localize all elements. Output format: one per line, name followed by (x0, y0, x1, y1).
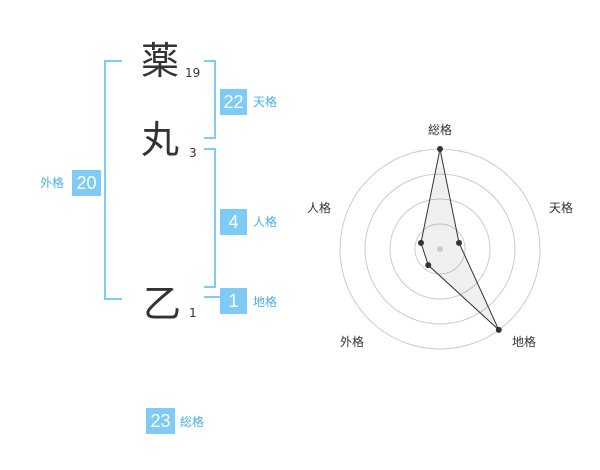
gaikaku-label: 外格 (40, 176, 65, 190)
stroke-count-1: 19 (185, 66, 201, 80)
jinkaku-value: 4 (220, 209, 247, 235)
radar-point-3 (495, 326, 502, 333)
radar-point-4 (425, 262, 432, 269)
gaikaku-bracket (104, 60, 122, 300)
jinkaku-bracket (204, 148, 216, 288)
soukaku-label: 総格 (180, 415, 205, 429)
tenkaku-label: 天格 (253, 95, 278, 109)
radar-point-5 (417, 239, 424, 246)
radar-axis-label-3: 地格 (512, 334, 536, 349)
radar-center-dot (437, 246, 443, 252)
chikaku-value: 1 (220, 288, 247, 314)
tenkaku-bracket (204, 60, 216, 139)
radar-axis-label-4: 外格 (340, 334, 364, 349)
radar-axis-label-5: 人格 (307, 200, 331, 215)
chikaku-label: 地格 (253, 295, 278, 309)
radar-ring (414, 223, 466, 275)
radar-axis-label-1: 総格 (428, 122, 452, 137)
stroke-count-3: 1 (189, 306, 197, 320)
radar-ring (389, 198, 491, 300)
gaikaku-value: 20 (72, 170, 101, 196)
radar-point-1 (437, 146, 443, 152)
chikaku-connector (204, 296, 220, 298)
soukaku-value: 23 (146, 408, 175, 434)
name-char-2: 丸 (141, 118, 180, 162)
radar-point-2 (456, 239, 463, 246)
radar-axis-label-2: 天格 (549, 200, 573, 215)
stroke-count-2: 3 (189, 146, 197, 160)
radar-area (420, 148, 500, 331)
tenkaku-value: 22 (220, 89, 247, 115)
name-char-3: 乙 (143, 282, 182, 326)
name-char-1: 薬 (141, 39, 180, 83)
jinkaku-label: 人格 (253, 215, 278, 229)
radar-ring (364, 173, 516, 325)
